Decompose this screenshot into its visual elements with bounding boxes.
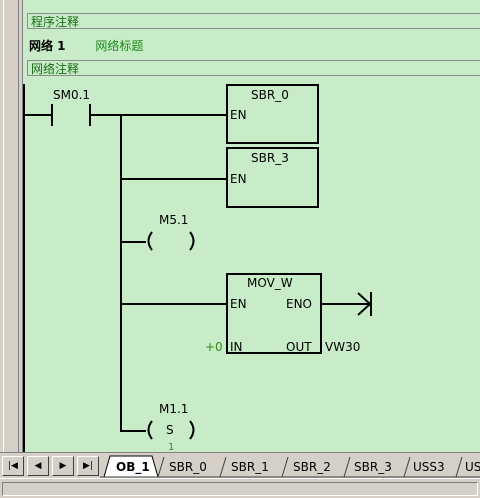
- rung-wire: [89, 114, 228, 116]
- branch-wire: [120, 114, 122, 431]
- rung-wire: [120, 430, 146, 432]
- ladder-editor[interactable]: 程序注释 网络 1 网络标题 网络注释 SM0.1 SBR_0 EN SBR_3…: [23, 0, 480, 452]
- tab-sbr1[interactable]: SBR_1: [231, 460, 269, 474]
- mov-in-value[interactable]: +0: [205, 340, 223, 354]
- network-label: 网络 1: [29, 39, 66, 53]
- sbr3-en: EN: [230, 172, 247, 186]
- contact-address: SM0.1: [53, 88, 91, 102]
- program-comment[interactable]: 程序注释: [27, 13, 480, 29]
- rung-wire: [120, 303, 228, 305]
- next-tab-button[interactable]: ▶: [52, 456, 74, 476]
- power-rail: [23, 84, 25, 452]
- mov-name: MOV_W: [247, 276, 293, 290]
- network-comment[interactable]: 网络注释: [27, 60, 480, 76]
- status-field: [2, 482, 478, 496]
- status-bar: [0, 478, 480, 498]
- tab-sbr0[interactable]: SBR_0: [169, 460, 207, 474]
- rung-wire: [120, 241, 146, 243]
- coil-m51[interactable]: [23, 0, 480, 452]
- coil-m11-address: M1.1: [159, 402, 189, 416]
- sbr3-name: SBR_3: [251, 151, 289, 165]
- first-tab-button[interactable]: |◀: [2, 456, 24, 476]
- contact-left-bar[interactable]: [51, 104, 53, 126]
- coil-m11[interactable]: [23, 0, 480, 452]
- eno-wire: [320, 303, 370, 305]
- tab-outlines: [100, 455, 480, 478]
- tab-sbr3[interactable]: SBR_3: [354, 460, 392, 474]
- tab-uss3[interactable]: USS3: [413, 460, 445, 474]
- sbr3-box[interactable]: [226, 147, 319, 208]
- mov-out-value[interactable]: VW30: [325, 340, 361, 354]
- mov-in: IN: [230, 340, 243, 354]
- sbr0-box[interactable]: [226, 84, 319, 144]
- tab-sbr2[interactable]: SBR_2: [293, 460, 331, 474]
- left-gutter: [0, 0, 23, 452]
- gutter-bar: [3, 0, 19, 452]
- mov-eno: ENO: [286, 297, 313, 311]
- program-tab-bar: |◀ ◀ ▶ ▶| OB_1 SBR_0 SBR_1 SBR_2 SBR_3 U…: [0, 452, 480, 479]
- tab-ob1[interactable]: OB_1: [116, 460, 150, 474]
- coil-m51-address: M5.1: [159, 213, 189, 227]
- mov-en: EN: [230, 297, 247, 311]
- mov-out: OUT: [286, 340, 312, 354]
- rung-wire: [25, 114, 53, 116]
- network-header: 网络 1 网络标题: [29, 38, 143, 54]
- eno-arrow-icon: [357, 292, 372, 316]
- prev-tab-button[interactable]: ◀: [27, 456, 49, 476]
- tab-us[interactable]: US: [465, 460, 480, 474]
- sbr0-en: EN: [230, 108, 247, 122]
- coil-m11-symbol: S: [166, 423, 174, 437]
- rung-wire: [120, 178, 228, 180]
- network-title[interactable]: 网络标题: [95, 39, 144, 53]
- mov-w-box[interactable]: [226, 273, 322, 354]
- coil-m11-count: 1: [168, 442, 175, 452]
- sbr0-name: SBR_0: [251, 88, 289, 102]
- last-tab-button[interactable]: ▶|: [77, 456, 99, 476]
